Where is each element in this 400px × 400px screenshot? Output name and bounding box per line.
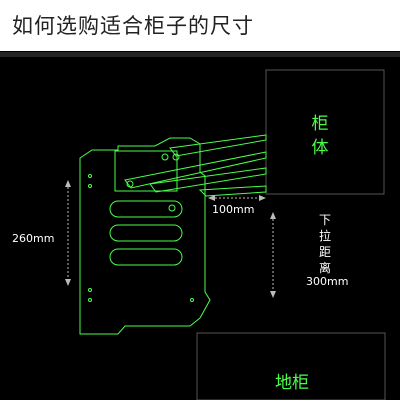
basket-frame	[79, 137, 211, 335]
page-title: 如何选购适合柜子的尺寸	[12, 14, 254, 38]
rail-arms	[124, 134, 267, 197]
pulldown-char-3: 距	[318, 245, 331, 259]
rivet-4	[168, 204, 176, 212]
cabinet-body-label: 柜 体	[300, 112, 340, 160]
width-dimension	[208, 195, 266, 201]
height-dimension-label: 260mm	[12, 232, 55, 245]
basket-slot-1	[109, 200, 183, 218]
pulldown-char-2: 拉	[318, 229, 331, 243]
mount-plate	[114, 150, 178, 192]
rivet-1	[161, 153, 169, 161]
header-bar: 如何选购适合柜子的尺寸	[0, 0, 400, 51]
pulldown-char-1: 下	[318, 213, 331, 227]
rivet-6	[88, 184, 92, 188]
header-divider	[0, 52, 400, 57]
basket-outline	[79, 137, 211, 335]
rivet-7	[88, 288, 92, 292]
floor-cabinet-label: 地柜	[275, 373, 309, 393]
floor-cabinet-box	[196, 332, 386, 400]
width-dimension-label: 100mm	[212, 203, 255, 216]
pulldown-value-label: 300mm	[306, 275, 349, 288]
pulldown-distance-label: 下 拉 距 离	[318, 212, 332, 276]
cabinet-body-box	[265, 69, 385, 195]
rivet-3	[126, 180, 134, 188]
diagram-canvas	[0, 57, 400, 400]
rivet-9	[190, 298, 194, 302]
height-dimension	[65, 180, 71, 286]
basket-slot-2	[109, 224, 183, 242]
cabinet-body-char-2: 体	[311, 138, 329, 158]
rivet-5	[88, 174, 92, 178]
rivet-2	[172, 153, 180, 161]
cabinet-body-char-1: 柜	[311, 114, 329, 134]
pulldown-dimension	[270, 212, 276, 298]
rivet-8	[88, 298, 92, 302]
pulldown-char-4: 离	[318, 261, 331, 275]
basket-slot-3	[109, 248, 183, 266]
